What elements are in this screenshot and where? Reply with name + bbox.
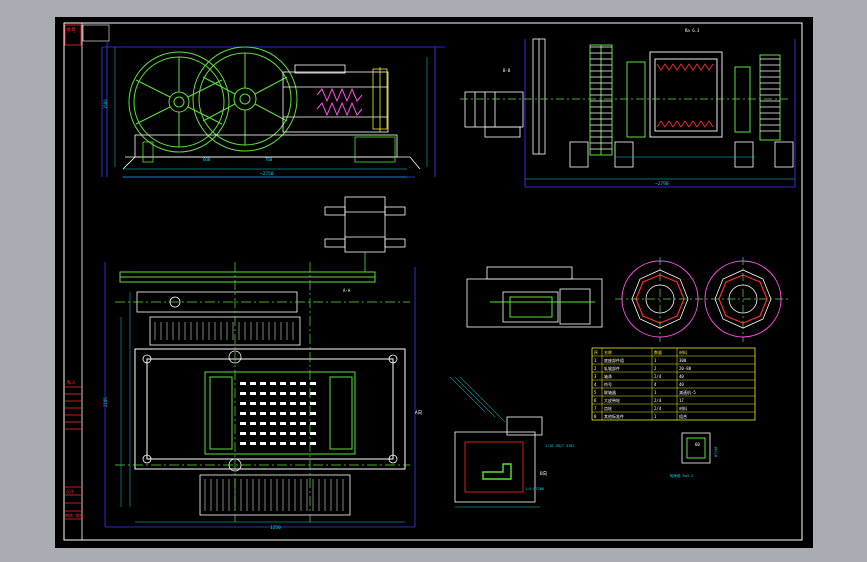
parts-table-cell: 大皮带轮 xyxy=(604,397,620,403)
roll-end-view xyxy=(615,257,790,342)
parts-table-cell: 材料 xyxy=(679,405,687,411)
parts-table-header-cell: 材料 xyxy=(679,349,687,355)
cad-drawing-canvas: 学号 私人 设计 审核 批准 xyxy=(63,22,803,541)
crushing-chamber xyxy=(204,371,356,455)
parts-table-cell: 40 xyxy=(679,374,684,379)
parts-table-cell: 6 xyxy=(594,398,597,403)
detail-caption-2: 1:5 HT200 xyxy=(525,487,544,491)
parts-table-cell: 1 xyxy=(654,358,657,363)
side-label-top: 私人 xyxy=(67,379,76,386)
parts-table-cell: 符号 xyxy=(604,381,612,387)
flywheel-right xyxy=(192,46,298,152)
belt xyxy=(119,271,376,283)
detail-caption-1: 1:10 GB/T 5782 xyxy=(545,444,575,448)
parts-table-cell: 2 xyxy=(654,366,657,371)
parts-table-cell: 7 xyxy=(594,406,597,411)
spring xyxy=(316,87,363,117)
parts-table-cell: 2/4 xyxy=(654,406,662,411)
small-box-caption: 轴承座 Ra3.2 xyxy=(670,473,693,478)
parts-table-cell: 300 xyxy=(679,358,687,363)
parts-table-cell: 4 xyxy=(654,382,657,387)
drawing-sheet: 学号 私人 设计 审核 批准 xyxy=(55,17,813,548)
parts-table-cell: 1 xyxy=(594,358,597,363)
note-left-b: A-A xyxy=(343,288,351,293)
parts-table-cell: 轧辊部件 xyxy=(604,365,620,371)
dim-overall-left: ~2750 xyxy=(260,171,274,177)
label-section: A向 xyxy=(415,409,423,416)
dim-base-width: 1250 xyxy=(270,525,281,531)
detail-bearing-seat: 1:10 GB/T 5782 1:5 HT200 B向 xyxy=(449,376,575,508)
left-title-strip: 学号 私人 设计 审核 批准 xyxy=(64,23,110,540)
side-view-rolls: ~2790 Ra 6.3 B-B xyxy=(460,28,796,188)
dim-1580: 1580 xyxy=(103,99,108,109)
parts-table-header-cell: 名称 xyxy=(604,349,612,355)
flywheel-left xyxy=(128,51,230,153)
dim-760: 760 xyxy=(265,157,273,162)
parts-table-cell: 4 xyxy=(594,382,597,387)
base-frame xyxy=(122,134,421,170)
parts-table-cell: 2/4 xyxy=(654,374,662,379)
crusher-housing xyxy=(282,64,389,133)
parts-table-cell: 17 xyxy=(679,398,684,403)
parts-table-cell: 1 xyxy=(654,414,657,419)
side-label-bottom: 审核 批准 xyxy=(65,512,83,518)
parts-table-cell: 2/4 xyxy=(654,398,662,403)
gearbox-view xyxy=(466,266,603,328)
parts-table-cell: 组合 xyxy=(679,413,687,419)
small-detail-box: 60 H7/k6 轴承座 Ra3.2 xyxy=(670,432,718,478)
front-view-pulleys: ~2750 600 760 1580 xyxy=(101,42,445,178)
parts-table-cell: 1 xyxy=(654,390,657,395)
parts-table-cell: 2 xyxy=(594,366,597,371)
lower-roller xyxy=(199,474,351,516)
motor-top-view xyxy=(324,196,406,272)
drawing-border xyxy=(63,22,803,541)
upper-roller xyxy=(136,291,301,346)
small-box-sub: H7/k6 xyxy=(714,446,718,457)
parts-table-cell: 40 xyxy=(679,382,684,387)
roll-chamber xyxy=(649,51,723,138)
parts-table-header-cell: 序 xyxy=(594,349,598,355)
label-sec2: B向 xyxy=(540,470,548,477)
parts-table-cell: 齿轮 xyxy=(604,405,612,411)
dim-600: 600 xyxy=(203,157,211,162)
small-box-label: 60 xyxy=(695,442,700,447)
parts-table-cell: 20-88 xyxy=(679,366,692,371)
parts-table-cell: 轴承 xyxy=(604,373,612,379)
parts-table-cell: 8 xyxy=(594,414,597,419)
gear-stack-left xyxy=(589,44,646,156)
note-left-a: B-B xyxy=(503,68,511,73)
parts-table-cell: 减速机-5 xyxy=(679,389,696,395)
title-block-top: 学号 xyxy=(66,27,76,34)
parts-table-cell: 底座部件组 xyxy=(604,357,624,363)
motor xyxy=(464,91,524,138)
parts-table-header-cell: 数量 xyxy=(654,349,662,355)
roll-teeth xyxy=(240,382,316,445)
main-frame xyxy=(134,348,406,470)
note-top-right: Ra 6.3 xyxy=(685,28,700,33)
plan-view: 1250 2185 A向 A-A xyxy=(103,262,423,531)
parts-table-cell: 5 xyxy=(594,390,597,395)
parts-table-cell: 其他标准件 xyxy=(604,413,624,419)
gear-stack-right xyxy=(734,54,781,141)
dim-overall-top: ~2790 xyxy=(655,181,669,187)
parts-table-cell: 联轴器 xyxy=(604,389,616,395)
rev-label: 设计 xyxy=(66,488,74,494)
dim-2185: 2185 xyxy=(103,397,108,407)
parts-table-cell: 3 xyxy=(594,374,597,379)
